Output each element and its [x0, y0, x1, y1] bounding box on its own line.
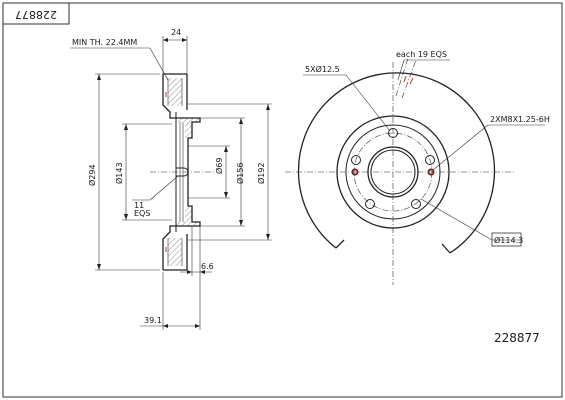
hat-circle [336, 115, 450, 229]
vent-eqs-label: EQS [134, 209, 150, 218]
overall-height-label: 39.1 [144, 316, 162, 325]
threaded-hole [428, 169, 434, 175]
threaded-holes [351, 168, 435, 176]
bolt-hole [351, 155, 361, 165]
front-view-dimensions: each 19 EQS 5XØ12.5 2XM8X1.25-6H Ø114.3 [303, 50, 550, 247]
bolt-holes-label: 5XØ12.5 [305, 64, 340, 74]
disc-thickness-label: 24 [171, 28, 181, 37]
vent-count-label: 11 [134, 201, 144, 210]
outer-diameter-label: Ø294 [87, 164, 97, 186]
hat-diameter-label: Ø156 [235, 162, 245, 184]
bolt-hole [425, 155, 435, 165]
hub-circle [345, 124, 441, 220]
front-view [285, 57, 515, 285]
part-number-stamp-text: 228877 [15, 8, 57, 21]
vent-angle-label: each 19 EQS [396, 50, 447, 59]
bolt-holes [351, 128, 435, 209]
bolt-hole [388, 128, 398, 138]
pcd-circle [353, 132, 433, 212]
min-thickness-label: MIN TH. 22.4MM [72, 38, 137, 47]
part-number: 228877 [494, 331, 540, 345]
side-section-view [150, 73, 215, 271]
center-bore-circle [367, 146, 419, 198]
threaded-holes-label: 2XM8X1.25-6H [490, 115, 550, 124]
threaded-hole [352, 169, 358, 175]
disc-outer-edge [297, 72, 496, 254]
bolt-hole [365, 199, 375, 209]
bolt-hole [411, 199, 421, 209]
side-view-dimensions: 24 MIN TH. 22.4MM Ø294 Ø143 11 EQS Ø69 [70, 28, 272, 330]
pcd-label: Ø114.3 [494, 235, 523, 245]
hub-diameter-label: Ø143 [114, 162, 124, 184]
hub-thickness-label: 6.6 [201, 262, 214, 271]
friction-inner-diameter-label: Ø192 [256, 162, 266, 184]
center-bore-label: Ø69 [214, 158, 224, 174]
part-number-stamp: 228877 [2, 2, 70, 25]
